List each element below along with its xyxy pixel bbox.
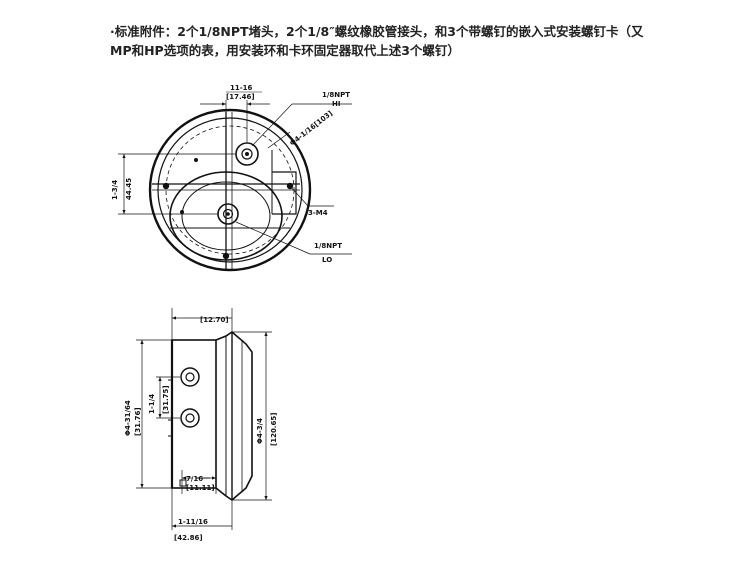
dim-top-mm: [17.46] — [226, 93, 255, 101]
dim-top-label: 11-16 — [230, 84, 253, 92]
hi-port-inner — [241, 148, 253, 160]
side-dim-body: Φ4-31/64 — [124, 400, 132, 436]
side-dim-ports: 1-1/4 — [148, 394, 156, 414]
screws-label: 3-M4 — [308, 209, 328, 217]
lo-port-label: LO — [322, 256, 332, 264]
dim-left-mm: 44.45 — [125, 178, 133, 200]
side-dim-total-mm: [42.86] — [174, 534, 203, 542]
front-view: 11-16 [17.46] 1-3/4 44.45 1/8NPT HI Φ4-1… — [111, 84, 352, 272]
side-tab — [272, 171, 297, 215]
side-flange — [215, 330, 253, 502]
side-dim-depth-mm: [11.11] — [186, 484, 215, 492]
side-dim-diameter-mm: [120.65] — [270, 413, 278, 446]
accessory-caption: ·标准附件：2个1/8NPT堵头，2个1/8″螺纹橡胶管接头，和3个带螺钉的嵌入… — [110, 22, 740, 60]
dim-left-label: 1-3/4 — [111, 180, 119, 200]
side-dim-body-mm: [31.76] — [134, 407, 142, 436]
side-dim-depth: 7/16 — [186, 475, 203, 483]
lo-port-inner — [222, 208, 234, 220]
side-dim-diameter: Φ4-3/4 — [256, 418, 264, 444]
side-dim-top: [12.70] — [200, 316, 229, 324]
side-hi-port — [180, 367, 200, 387]
screw-bottom — [222, 252, 230, 260]
side-dim-total: 1-11/16 — [178, 518, 208, 526]
side-lo-port — [180, 408, 200, 428]
side-dim-ports-mm: [31.75] — [162, 385, 170, 414]
bolt-circle-label: Φ4-1/16[103] — [288, 109, 334, 147]
side-body — [171, 339, 217, 489]
lo-port-size: 1/8NPT — [314, 242, 342, 250]
screw-left — [162, 182, 170, 190]
hi-port-size: 1/8NPT — [322, 91, 350, 99]
caption-line-1: ·标准附件：2个1/8NPT堵头，2个1/8″螺纹橡胶管接头，和3个带螺钉的嵌入… — [110, 24, 644, 39]
front-outer-ring — [148, 108, 312, 272]
caption-line-2: MP和HP选项的表，用安装环和卡环固定器取代上述3个螺钉） — [110, 43, 460, 58]
hi-port-label: HI — [332, 100, 340, 108]
side-view: [12.70] 1-1/4 [31.75] Φ4-31/64 [31.76] Φ… — [124, 308, 278, 542]
